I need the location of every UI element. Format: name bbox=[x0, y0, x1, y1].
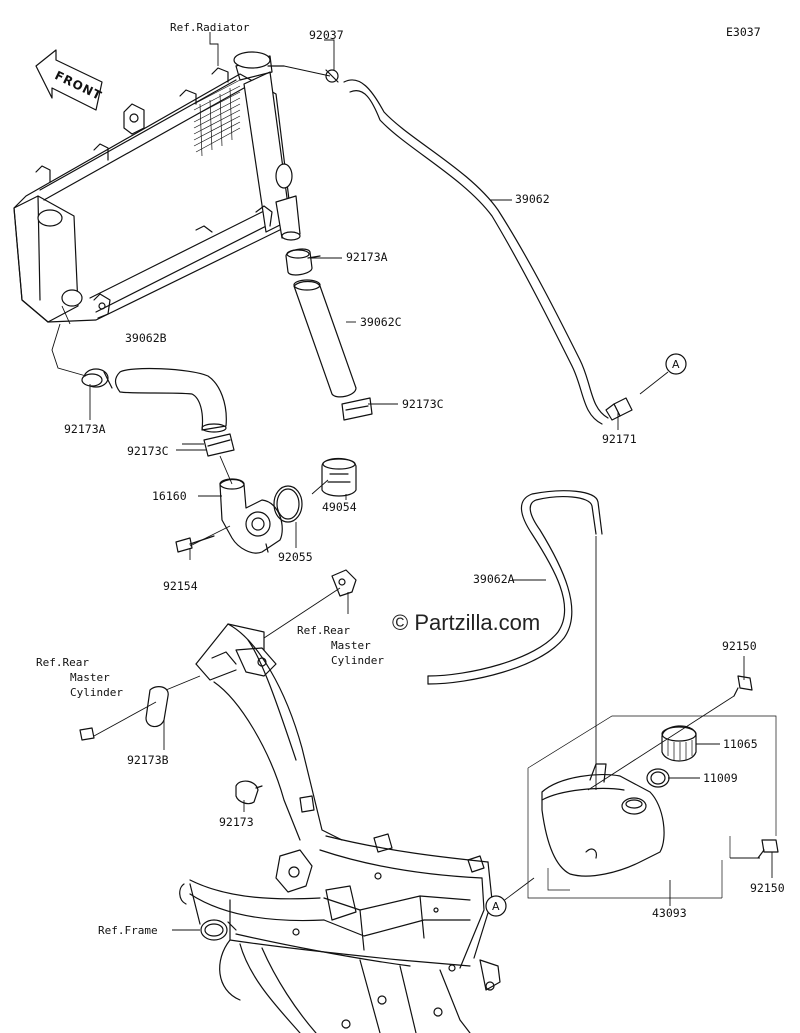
label-92173: 92173 bbox=[219, 815, 254, 829]
label-92173B: 92173B bbox=[127, 753, 169, 767]
hose-39062 bbox=[343, 79, 609, 425]
label-39062: 39062 bbox=[515, 192, 550, 206]
bolt-rear-master-left bbox=[79, 727, 95, 741]
label-ref-rear-master-left-3: Cylinder bbox=[70, 686, 123, 699]
label-92150-top: 92150 bbox=[722, 639, 757, 653]
reservoir-tank-43093 bbox=[541, 763, 665, 877]
bolt-92150-bottom bbox=[757, 839, 779, 859]
hose-39062B bbox=[114, 367, 227, 433]
gasket-11009 bbox=[646, 768, 670, 788]
label-92173A-left: 92173A bbox=[64, 422, 106, 436]
label-92173A-upper: 92173A bbox=[346, 250, 388, 264]
label-39062B: 39062B bbox=[125, 331, 167, 345]
label-ref-rear-master-left-1: Ref.Rear bbox=[36, 656, 89, 669]
o-ring-92055 bbox=[273, 485, 303, 523]
callout-a-upper-label: A bbox=[672, 358, 680, 371]
clamp-92173B bbox=[145, 686, 169, 728]
reservoir-group-outline bbox=[527, 715, 777, 899]
clamp-92173 bbox=[235, 780, 263, 805]
diagram-code: E3037 bbox=[726, 25, 761, 39]
clamp-92173A-left bbox=[81, 368, 113, 389]
frame-drawing bbox=[179, 623, 501, 1033]
label-92150-bottom: 92150 bbox=[750, 881, 785, 895]
radiator-drawing bbox=[13, 51, 301, 323]
thermostat-49054 bbox=[321, 457, 357, 497]
label-ref-rear-master-left-2: Master bbox=[70, 671, 110, 684]
clamp-92037 bbox=[325, 69, 339, 83]
callout-a-lower-label: A bbox=[492, 900, 500, 913]
label-11009: 11009 bbox=[703, 771, 738, 785]
label-ref-rear-master-right-2: Master bbox=[331, 639, 371, 652]
callout-a-upper: A bbox=[665, 353, 687, 375]
hose-39062C bbox=[293, 279, 357, 398]
front-arrow-icon: FRONT bbox=[35, 49, 104, 111]
label-ref-radiator: Ref.Radiator bbox=[170, 21, 250, 34]
leader-lines bbox=[51, 32, 773, 931]
label-92173C-mid: 92173C bbox=[127, 444, 169, 458]
label-92171: 92171 bbox=[602, 432, 637, 446]
clamp-92173C-mid bbox=[203, 433, 235, 457]
thermostat-housing-16160 bbox=[219, 478, 283, 554]
label-92154: 92154 bbox=[163, 579, 198, 593]
callout-a-lower: A bbox=[485, 895, 507, 917]
clamp-92173C-upper bbox=[341, 397, 373, 421]
label-ref-rear-master-right-1: Ref.Rear bbox=[297, 624, 350, 637]
label-39062A: 39062A bbox=[473, 572, 515, 586]
label-11065: 11065 bbox=[723, 737, 758, 751]
hose-39062A bbox=[427, 490, 603, 685]
clamp-92171 bbox=[605, 397, 633, 421]
clamp-92173A-upper bbox=[285, 248, 321, 276]
label-16160: 16160 bbox=[152, 489, 187, 503]
bracket-rear-master bbox=[331, 569, 357, 597]
bolt-92154 bbox=[175, 535, 215, 553]
cap-11065 bbox=[661, 725, 697, 762]
label-ref-frame: Ref.Frame bbox=[98, 924, 158, 937]
label-ref-rear-master-right-3: Cylinder bbox=[331, 654, 384, 667]
label-92037: 92037 bbox=[309, 28, 344, 42]
label-43093: 43093 bbox=[652, 906, 687, 920]
label-49054: 49054 bbox=[322, 500, 357, 514]
bolt-92150-top bbox=[733, 675, 753, 697]
label-92173C-upper: 92173C bbox=[402, 397, 444, 411]
label-92055: 92055 bbox=[278, 550, 313, 564]
watermark-text: © Partzilla.com bbox=[392, 610, 540, 635]
label-39062C: 39062C bbox=[360, 315, 402, 329]
